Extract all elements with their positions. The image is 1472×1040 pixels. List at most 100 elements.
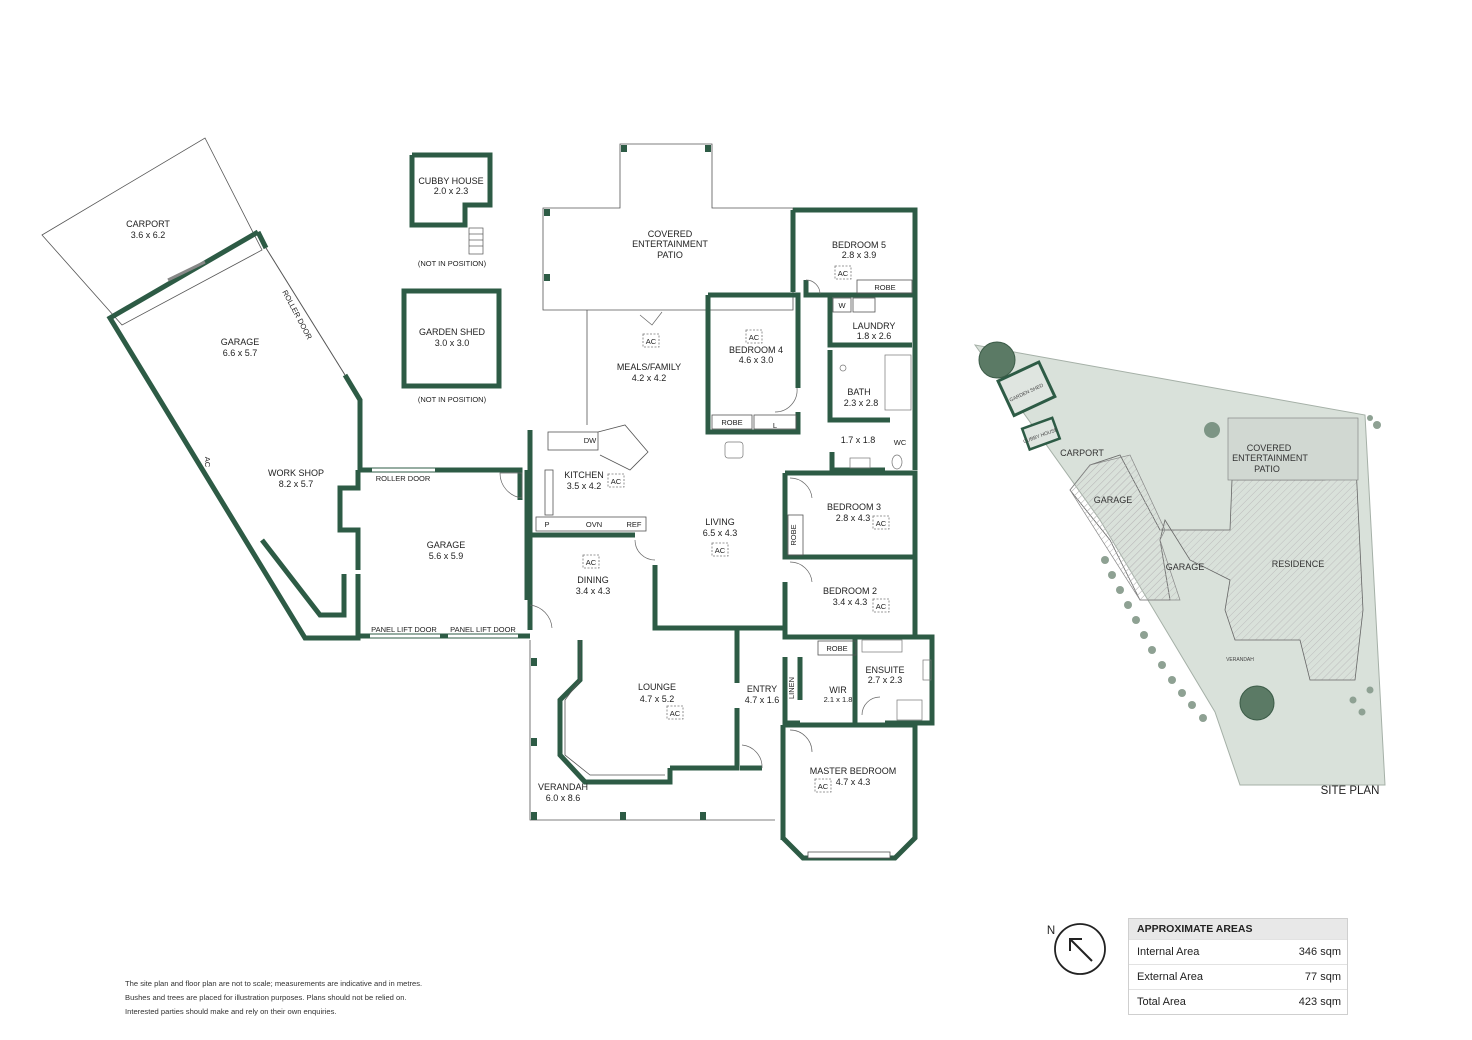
ac-lounge: AC [670,709,681,718]
robe-bed5: ROBE [874,283,895,292]
bed4-size: 4.6 x 3.0 [739,355,774,365]
site-tree-2 [1239,685,1275,721]
bed5-name: BEDROOM 5 [832,240,886,250]
garage-door-swing [499,472,523,499]
site-patio-l2: ENTERTAINMENT [1232,453,1308,463]
roller-door-line [265,247,346,376]
master-size: 4.7 x 4.3 [836,777,871,787]
kitchen-name: KITCHEN [564,470,604,480]
bed3-size: 2.8 x 4.3 [836,513,871,523]
verandah-name: VERANDAH [538,782,588,792]
entry-name: ENTRY [747,684,777,694]
shed-name: GARDEN SHED [419,327,486,337]
garage-a-size: 6.6 x 5.7 [223,348,258,358]
panel-lift-door-1-label: PANEL LIFT DOOR [371,625,437,634]
areas-row: External Area 77 sqm [1129,964,1347,989]
ensuite-size: 2.7 x 2.3 [868,675,903,685]
site-patio-l3: PATIO [1254,464,1280,474]
cubby-size: 2.0 x 2.3 [434,186,469,196]
ac-meals: AC [646,337,657,346]
bath-size: 2.3 x 2.8 [844,398,879,408]
master-name: MASTER BEDROOM [810,766,897,776]
areas-row-value: 77 sqm [1304,971,1341,983]
wc-area-size: 1.7 x 1.8 [841,435,876,445]
disclaimer-line-2: Bushes and trees are placed for illustra… [125,993,407,1002]
garage-window [167,260,206,282]
patio-line2: ENTERTAINMENT [632,239,708,249]
north-compass: N [1047,923,1106,975]
garage-workshop-walls [106,229,523,641]
site-plan-title: SITE PLAN [1321,785,1380,797]
areas-row-value: 346 sqm [1298,946,1341,958]
patio-line1: COVERED [648,229,693,239]
ac-workshop: AC [203,457,212,468]
carport-size: 3.6 x 6.2 [131,230,166,240]
verandah-size: 6.0 x 8.6 [546,793,581,803]
areas-row-value: 423 sqm [1298,996,1341,1008]
dw-label: DW [584,436,597,445]
bed5-size: 2.8 x 3.9 [842,250,877,260]
patio-outline [542,143,794,311]
areas-title: APPROXIMATE AREAS [1129,919,1347,939]
robe-bed2: ROBE [826,644,847,653]
linen-label: LINEN [787,677,796,699]
living-size: 6.5 x 4.3 [703,528,738,538]
site-plan: CARPORT GARAGE GARAGE RESIDENCE COVERED … [973,341,1386,797]
patio-posts [544,145,711,281]
meals-size: 4.2 x 4.2 [632,373,667,383]
cubby-note: (NOT IN POSITION) [418,259,487,268]
site-carport: CARPORT [1060,448,1104,458]
areas-table: APPROXIMATE AREAS Internal Area 346 sqm … [1128,918,1348,1015]
workshop-name: WORK SHOP [268,468,324,478]
linen-l-bed4: L [773,421,777,430]
ac-kitchen: AC [611,477,622,486]
door-swings [529,279,881,769]
site-outline-garage [1069,454,1181,601]
verandah-posts [531,658,706,820]
areas-row-label: External Area [1137,971,1204,983]
kitchen-size: 3.5 x 4.2 [567,481,602,491]
roller-door-b-label: ROLLER DOOR [376,474,431,483]
compass-arrow-icon [1069,938,1093,962]
disclaimer-line-3: Interested parties should make and rely … [125,1007,337,1016]
bed4-name: BEDROOM 4 [729,345,783,355]
site-residence-label: RESIDENCE [1272,559,1325,569]
garden-shed-walls [401,288,502,389]
shed-size: 3.0 x 3.0 [435,338,470,348]
fridge-label: REF [627,520,642,529]
laundry-size: 1.8 x 2.6 [857,331,892,341]
cubby-house-walls [409,152,493,228]
living-name: LIVING [705,517,735,527]
garage-b-name: GARAGE [427,540,466,550]
site-tree-3 [1204,422,1220,438]
pantry-label: P [544,520,549,529]
ac-bed5: AC [838,269,849,278]
site-patio-l1: COVERED [1247,443,1292,453]
site-garage1: GARAGE [1094,495,1133,505]
bed2-size: 3.4 x 4.3 [833,597,868,607]
areas-row-label: Total Area [1137,996,1186,1008]
w-label: W [838,301,846,310]
dining-size: 3.4 x 4.3 [576,586,611,596]
wir-name: WIR [829,685,847,695]
site-shed-box [996,360,1057,418]
ac-bed3: AC [876,519,887,528]
robe-bed4: ROBE [721,418,742,427]
ac-bed2: AC [876,602,887,611]
oven-label: OVN [586,520,602,529]
cubby-stairs [468,227,484,255]
areas-row: Internal Area 346 sqm [1129,939,1347,964]
workshop-size: 8.2 x 5.7 [279,479,314,489]
meals-name: MEALS/FAMILY [617,362,681,372]
bed2-name: BEDROOM 2 [823,586,877,596]
wir-size: 2.1 x 1.8 [824,695,853,704]
site-garage2: GARAGE [1166,562,1205,572]
ac-bed4: AC [749,333,760,342]
disclaimer-line-1: The site plan and floor plan are not to … [125,979,423,988]
patio-line3: PATIO [657,250,683,260]
compass-n-label: N [1047,925,1055,937]
house-walls [527,207,935,861]
areas-row: Total Area 423 sqm [1129,989,1347,1014]
site-verandah: VERANDAH [1226,657,1254,663]
